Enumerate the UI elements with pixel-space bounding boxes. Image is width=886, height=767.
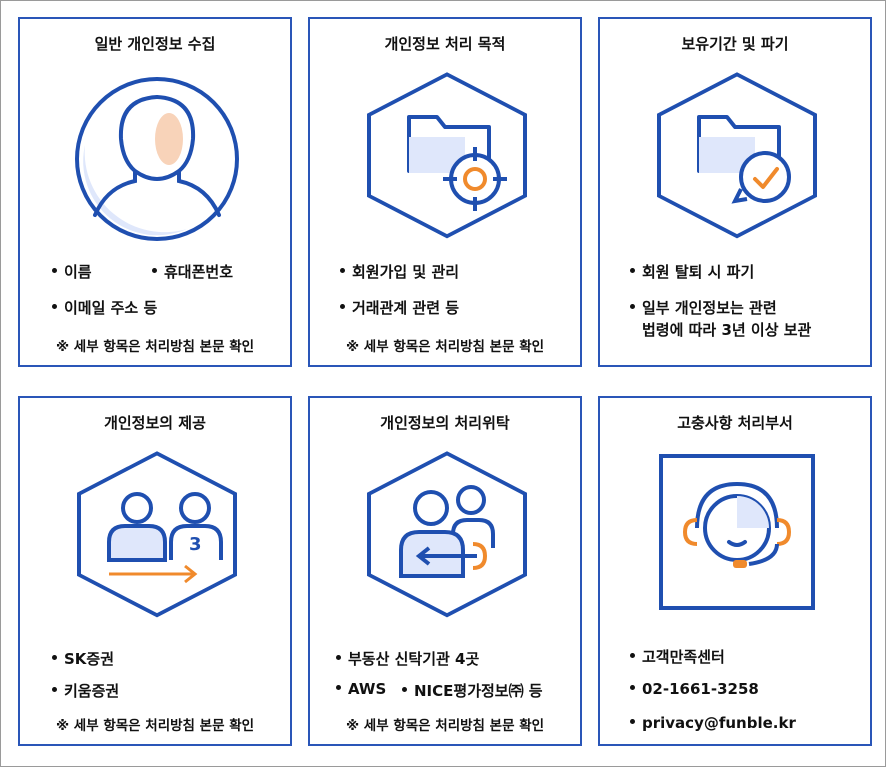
user-circle-icon bbox=[75, 77, 239, 241]
list-item: privacy@funble.kr bbox=[630, 714, 796, 732]
list-item: 거래관계 관련 등 bbox=[340, 297, 459, 318]
detail-note: ※ 세부 항목은 처리방침 본문 확인 bbox=[55, 718, 255, 734]
list-item: AWS bbox=[336, 680, 386, 698]
card-title: 일반 개인정보 수집 bbox=[94, 35, 216, 53]
list-item: 휴대폰번호 bbox=[152, 261, 233, 282]
card-title: 개인정보의 처리위탁 bbox=[380, 414, 510, 432]
card-title: 고충사항 처리부서 bbox=[677, 414, 793, 432]
card-provision: 개인정보의 제공 3 SK증권 키움증권 ※ 세부 항목은 처리방침 본문 확인 bbox=[18, 396, 292, 746]
outsource-users-icon bbox=[367, 451, 527, 618]
card-outsourcing: 개인정보의 처리위탁 부동산 신탁기관 4곳 AWS NICE평가정보㈜ 등 ※… bbox=[308, 396, 582, 746]
folder-target-icon bbox=[367, 72, 527, 239]
folder-clock-icon bbox=[657, 72, 817, 239]
detail-note: ※ 세부 항목은 처리방침 본문 확인 bbox=[345, 718, 545, 734]
detail-note: ※ 세부 항목은 처리방침 본문 확인 bbox=[345, 339, 545, 355]
list-item: 이메일 주소 등 bbox=[52, 297, 157, 318]
list-item-continuation: 법령에 따라 3년 이상 보관 bbox=[642, 321, 812, 339]
list-item: 키움증권 bbox=[52, 680, 119, 701]
share-users-icon: 3 bbox=[77, 451, 237, 618]
card-grievance: 고충사항 처리부서 고객만족센터 02-1661-3258 privacy@fu… bbox=[598, 396, 872, 746]
list-item: NICE평가정보㈜ 등 bbox=[402, 680, 543, 701]
card-title: 개인정보의 제공 bbox=[104, 414, 206, 432]
detail-note: ※ 세부 항목은 처리방침 본문 확인 bbox=[55, 339, 255, 355]
list-item: 회원 탈퇴 시 파기 bbox=[630, 261, 754, 282]
list-item: 부동산 신탁기관 4곳 bbox=[336, 648, 479, 669]
card-title: 보유기간 및 파기 bbox=[681, 35, 789, 53]
card-collection: 일반 개인정보 수집 이름 휴대폰번호 이메일 주소 등 ※ 세부 항목은 처리… bbox=[18, 17, 292, 367]
list-item: 회원가입 및 관리 bbox=[340, 261, 459, 282]
card-retention: 보유기간 및 파기 회원 탈퇴 시 파기 일부 개인정보는 관련 법령에 따라 … bbox=[598, 17, 872, 367]
list-item: 02-1661-3258 bbox=[630, 680, 759, 698]
list-item: 이름 bbox=[52, 261, 92, 282]
card-title: 개인정보 처리 목적 bbox=[384, 35, 506, 53]
headset-icon bbox=[659, 454, 815, 610]
list-item: 고객만족센터 bbox=[630, 646, 725, 667]
card-purpose: 개인정보 처리 목적 회원가입 및 관리 거래관계 관련 등 ※ 세부 항목은 … bbox=[308, 17, 582, 367]
list-item: 일부 개인정보는 관련 bbox=[630, 297, 777, 318]
list-item: SK증권 bbox=[52, 648, 114, 669]
svg-text:3: 3 bbox=[189, 534, 202, 555]
